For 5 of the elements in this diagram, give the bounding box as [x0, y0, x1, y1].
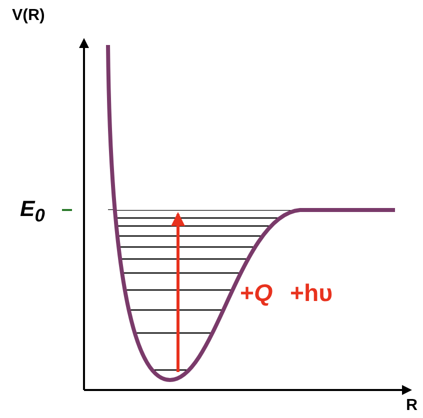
axis-label: V(R) [12, 8, 45, 24]
energy-label: E$_{0}$ [20, 198, 45, 225]
energy-label: +Q [240, 282, 273, 306]
axis-label: R [406, 398, 418, 414]
energy-label: +hυ [290, 282, 333, 306]
